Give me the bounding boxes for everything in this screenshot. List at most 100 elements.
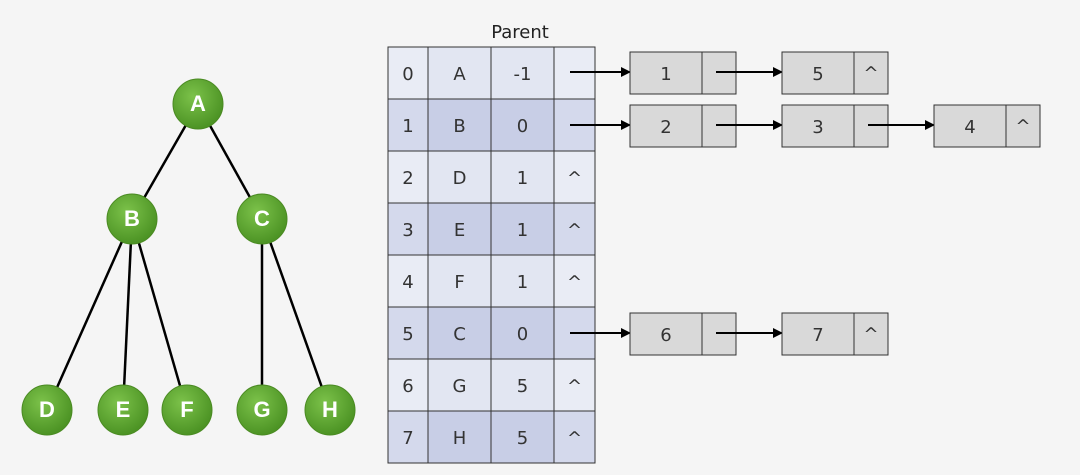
row-index: 4 <box>402 272 413 293</box>
data-cell <box>427 306 492 360</box>
tree-node-circle <box>21 384 73 436</box>
tree-node-circle <box>304 384 356 436</box>
tree-edge-b-e <box>121 218 134 411</box>
row-parent: 5 <box>517 428 528 449</box>
tree-node-label: B <box>124 206 140 231</box>
list-node-next: ^ <box>863 324 878 345</box>
row-data: B <box>453 116 465 137</box>
tree-node-d: D <box>21 384 73 436</box>
child-pointer-cell <box>553 358 596 412</box>
tree-node-label: E <box>116 397 131 422</box>
tree-node-e: E <box>97 384 149 436</box>
row-data: H <box>453 428 467 449</box>
child-pointer-cell <box>553 254 596 308</box>
tree-edge-c-h <box>260 218 332 411</box>
parent-cell <box>490 46 555 100</box>
row-parent: -1 <box>514 64 532 85</box>
tree-node-label: C <box>254 206 270 231</box>
row-child-pointer: ^ <box>567 376 582 397</box>
row-child-pointer: ^ <box>567 272 582 293</box>
list-node: 5^ <box>781 51 889 95</box>
row-parent: 5 <box>517 376 528 397</box>
parent-cell <box>490 254 555 308</box>
tree-node-circle <box>97 384 149 436</box>
tree-node-label: F <box>180 397 193 422</box>
data-cell <box>427 254 492 308</box>
index-cell <box>387 150 429 204</box>
row-parent: 0 <box>517 116 528 137</box>
row-child-pointer: ^ <box>567 428 582 449</box>
list-node-value: 2 <box>660 117 671 138</box>
list-node-value: 6 <box>660 325 671 346</box>
table-row: 0 A -1 <box>387 46 596 100</box>
row-parent: 1 <box>517 272 528 293</box>
list-node-next: ^ <box>863 63 878 84</box>
row-index: 2 <box>402 168 413 189</box>
tree-node-c: C <box>236 193 288 245</box>
parent-cell <box>490 358 555 412</box>
row-index: 3 <box>402 220 413 241</box>
parent-column-header: Parent <box>491 22 549 43</box>
index-cell <box>387 98 429 152</box>
tree-node-label: D <box>39 397 55 422</box>
row-index: 0 <box>402 64 413 85</box>
list-node: 4^ <box>933 104 1041 148</box>
tree-nodes: A B C D E F G H <box>21 78 356 436</box>
list-node-box <box>781 312 889 356</box>
data-cell <box>427 410 492 464</box>
tree-edge-b-d <box>45 218 134 411</box>
tree-edge-b-f <box>130 218 189 411</box>
child-pointer-cell <box>553 410 596 464</box>
row-child-pointer: ^ <box>567 220 582 241</box>
table-row: 7 H 5 ^ <box>387 410 596 464</box>
table-row: 3 E 1 ^ <box>387 202 596 256</box>
tree-node-b: B <box>106 193 158 245</box>
data-cell <box>427 358 492 412</box>
index-cell <box>387 358 429 412</box>
row-parent: 1 <box>517 220 528 241</box>
parent-cell <box>490 306 555 360</box>
parent-cell <box>490 98 555 152</box>
tree-node-circle <box>236 193 288 245</box>
list-node-next: ^ <box>1015 116 1030 137</box>
child-pointer-cell <box>553 202 596 256</box>
row-index: 7 <box>402 428 413 449</box>
table-row: 1 B 0 <box>387 98 596 152</box>
row-index: 1 <box>402 116 413 137</box>
row-parent: 1 <box>517 168 528 189</box>
list-node-value: 1 <box>660 64 671 85</box>
list-node-box <box>933 104 1041 148</box>
row-index: 6 <box>402 376 413 397</box>
tree-edges <box>45 103 332 411</box>
list-node: 7^ <box>781 312 889 356</box>
tree-node-f: F <box>161 384 213 436</box>
list-node-box <box>781 51 889 95</box>
list-node-value: 5 <box>812 64 823 85</box>
child-list-row-5: 6 7^ <box>570 312 889 356</box>
row-data: E <box>454 220 465 241</box>
list-node-value: 4 <box>964 117 975 138</box>
index-cell <box>387 410 429 464</box>
row-index: 5 <box>402 324 413 345</box>
tree-node-circle <box>236 384 288 436</box>
list-node-value: 3 <box>812 117 823 138</box>
row-data: D <box>453 168 467 189</box>
row-data: C <box>453 324 466 345</box>
row-data: A <box>453 64 466 85</box>
tree-node-circle <box>161 384 213 436</box>
tree-node-label: G <box>253 397 270 422</box>
tree-node-circle <box>106 193 158 245</box>
tree-node-label: H <box>322 397 338 422</box>
index-cell <box>387 202 429 256</box>
tree-node-a: A <box>172 78 224 130</box>
